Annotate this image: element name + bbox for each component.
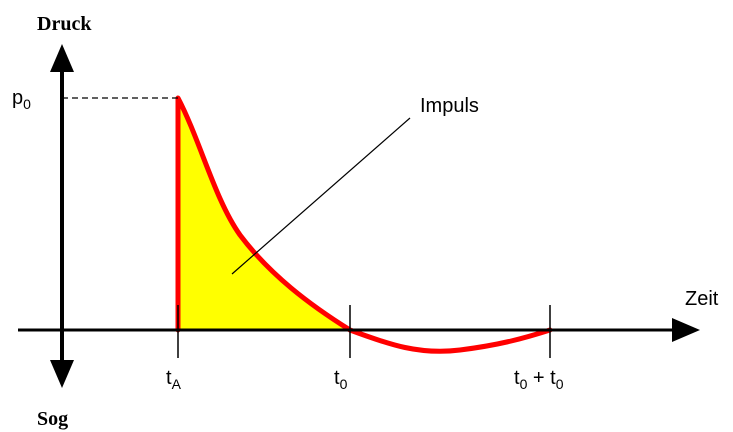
tick-label-t-arrival: tA — [166, 367, 182, 392]
peak-label: p0 — [12, 87, 31, 112]
y-axis-up-arrow — [50, 44, 74, 72]
y-axis-down-arrow — [50, 360, 74, 388]
pressure-curve — [175, 95, 553, 354]
x-axis-label: Zeit — [685, 288, 719, 310]
tick-label-t-zero: t0 — [334, 367, 348, 392]
impulse-area — [178, 98, 350, 330]
y-axis-bottom-label: Sog — [37, 408, 68, 430]
tick-label-t-end: t0 + t0 — [514, 367, 564, 392]
y-axis-top-label: Druck — [37, 13, 92, 35]
impulse-label: Impuls — [420, 95, 479, 117]
x-axis-arrow — [672, 318, 700, 342]
impulse-leader-line — [231, 117, 411, 275]
